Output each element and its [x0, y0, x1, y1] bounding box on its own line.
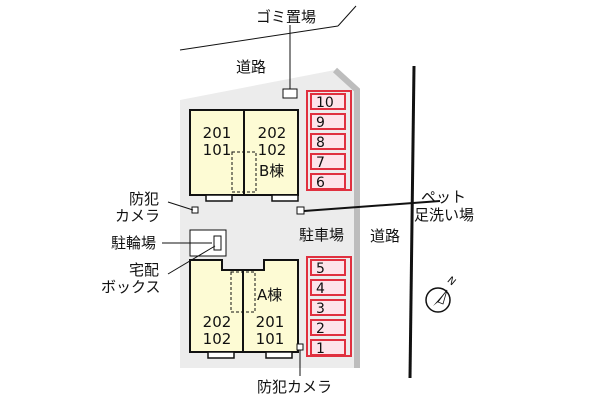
label-bicycle: 駐輪場 — [111, 234, 157, 252]
label-delivery-1: 宅配 — [129, 261, 160, 279]
building-b-entrance-left — [205, 194, 233, 202]
building-a-left-unit-upper: 202 — [202, 313, 232, 331]
slots-lower-outline — [306, 256, 352, 357]
building-b-right-unit-lower: 102 — [257, 141, 287, 159]
building-a-stair — [230, 271, 256, 313]
label-delivery-2: ボックス — [101, 278, 161, 296]
label-road-top: 道路 — [236, 58, 267, 76]
building-b-stair — [231, 151, 257, 193]
label-parking: 駐車場 — [299, 226, 345, 244]
building-a-entrance-left — [207, 351, 235, 359]
slots-upper-outline — [306, 90, 352, 191]
parking-slot-5: 5 — [310, 259, 346, 277]
label-pet-1: ペット — [421, 188, 467, 206]
building-a-right-unit-upper: 201 — [255, 313, 285, 331]
road-edge-top — [179, 25, 339, 51]
garbage-box — [282, 88, 298, 99]
leader-camera-left — [167, 201, 194, 211]
parking-slot-8: 8 — [310, 133, 346, 151]
label-camera-left-2: カメラ — [115, 207, 161, 225]
delivery-box — [213, 235, 222, 251]
pet-wash — [296, 206, 305, 215]
parking-slot-7: 7 — [310, 153, 346, 171]
building-b-left-unit-lower: 101 — [202, 141, 232, 159]
leader-delivery — [167, 245, 216, 275]
leader-pet — [303, 200, 441, 212]
building-a-name: A棟 — [257, 286, 283, 304]
parking-slot-2: 2 — [310, 319, 346, 337]
label-pet-2: 足洗い場 — [414, 206, 475, 224]
road-edge-right — [408, 65, 416, 379]
site-lot-right-edge — [332, 67, 360, 368]
parking-slot-3: 3 — [310, 299, 346, 317]
building-a-left-unit-lower: 102 — [202, 330, 232, 348]
building-b-left-unit-upper: 201 — [202, 124, 232, 142]
road-edge-top-diagonal — [337, 5, 357, 27]
building-b-name: B棟 — [259, 162, 285, 180]
building-b-right-unit-upper: 202 — [257, 124, 287, 142]
parking-slot-9: 9 — [310, 113, 346, 131]
label-road-right: 道路 — [370, 227, 401, 245]
building-a-right-unit-lower: 101 — [255, 330, 285, 348]
label-camera-left-1: 防犯 — [129, 190, 160, 208]
building-a-entrance-right — [265, 351, 293, 359]
parking-slot-10: 10 — [310, 93, 346, 111]
camera-bottom — [296, 343, 304, 351]
compass-icon — [425, 287, 451, 313]
label-camera-bottom: 防犯カメラ — [257, 378, 333, 396]
label-garbage: ゴミ置場 — [256, 8, 317, 26]
parking-slot-4: 4 — [310, 279, 346, 297]
building-b-entrance-right — [271, 194, 299, 202]
